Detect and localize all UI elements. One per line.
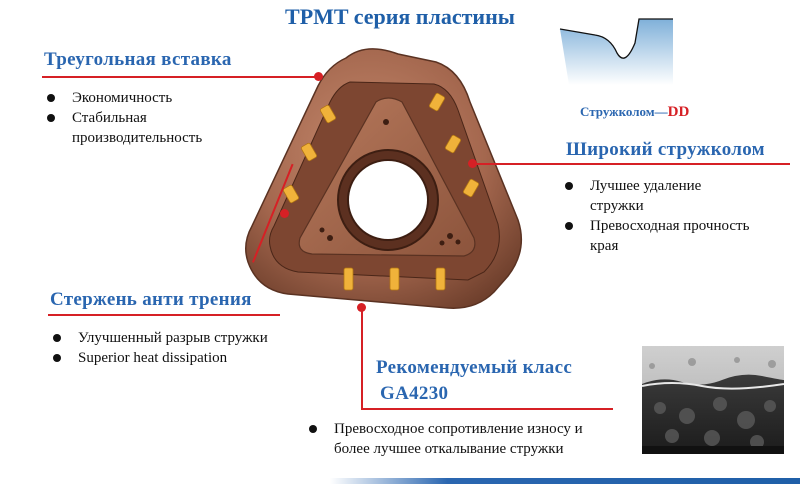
callout-line-grade-vertical bbox=[361, 310, 363, 410]
bullets-wide: Лучшее удаление стружки Превосходная про… bbox=[562, 176, 800, 256]
bullet-item: Стабильная производительность bbox=[44, 108, 284, 148]
bullets-grade: Превосходное сопротивление износу и боле… bbox=[306, 419, 646, 459]
callout-line-rod bbox=[48, 314, 280, 316]
bullets-rod: Улучшенный разрыв стружки Superior heat … bbox=[50, 328, 320, 368]
bullet-item: Superior heat dissipation bbox=[50, 348, 320, 368]
chipbreaker-profile-illustration bbox=[559, 18, 673, 85]
bullet-item: Лучшее удаление стружки bbox=[562, 176, 800, 216]
heading-wide: Широкий стружколом bbox=[566, 139, 765, 160]
chipbreaker-label-text: Стружколом— bbox=[580, 104, 668, 119]
callout-dot-rod bbox=[280, 209, 289, 218]
page-title: TPMT серия пластины bbox=[285, 4, 515, 29]
bullet-item: Превосходная прочность края bbox=[562, 216, 800, 256]
tpmt-insert-illustration bbox=[245, 48, 523, 309]
bullet-item: Превосходное сопротивление износу и боле… bbox=[306, 419, 646, 459]
callout-dot-grade bbox=[357, 303, 366, 312]
callout-line-wide bbox=[472, 163, 790, 165]
heading-rod: Стержень анти трения bbox=[50, 289, 252, 310]
grade-code: GA4230 bbox=[380, 383, 449, 404]
callout-line-triangular bbox=[42, 76, 318, 78]
chipbreaker-label: Стружколом—DD bbox=[580, 104, 689, 121]
heading-grade: Рекомендуемый класс bbox=[376, 357, 573, 378]
heading-triangular: Треугольная вставка bbox=[44, 49, 232, 70]
coating-micrograph-image bbox=[642, 346, 784, 454]
callout-line-grade bbox=[361, 408, 613, 410]
bullet-item: Улучшенный разрыв стружки bbox=[50, 328, 320, 348]
bullet-item: Экономичность bbox=[44, 88, 284, 108]
bullets-triangular: Экономичность Стабильная производительно… bbox=[44, 88, 284, 148]
chipbreaker-code: DD bbox=[667, 104, 690, 120]
callout-dot-triangular bbox=[314, 72, 323, 81]
footer-accent-bar bbox=[330, 478, 800, 484]
